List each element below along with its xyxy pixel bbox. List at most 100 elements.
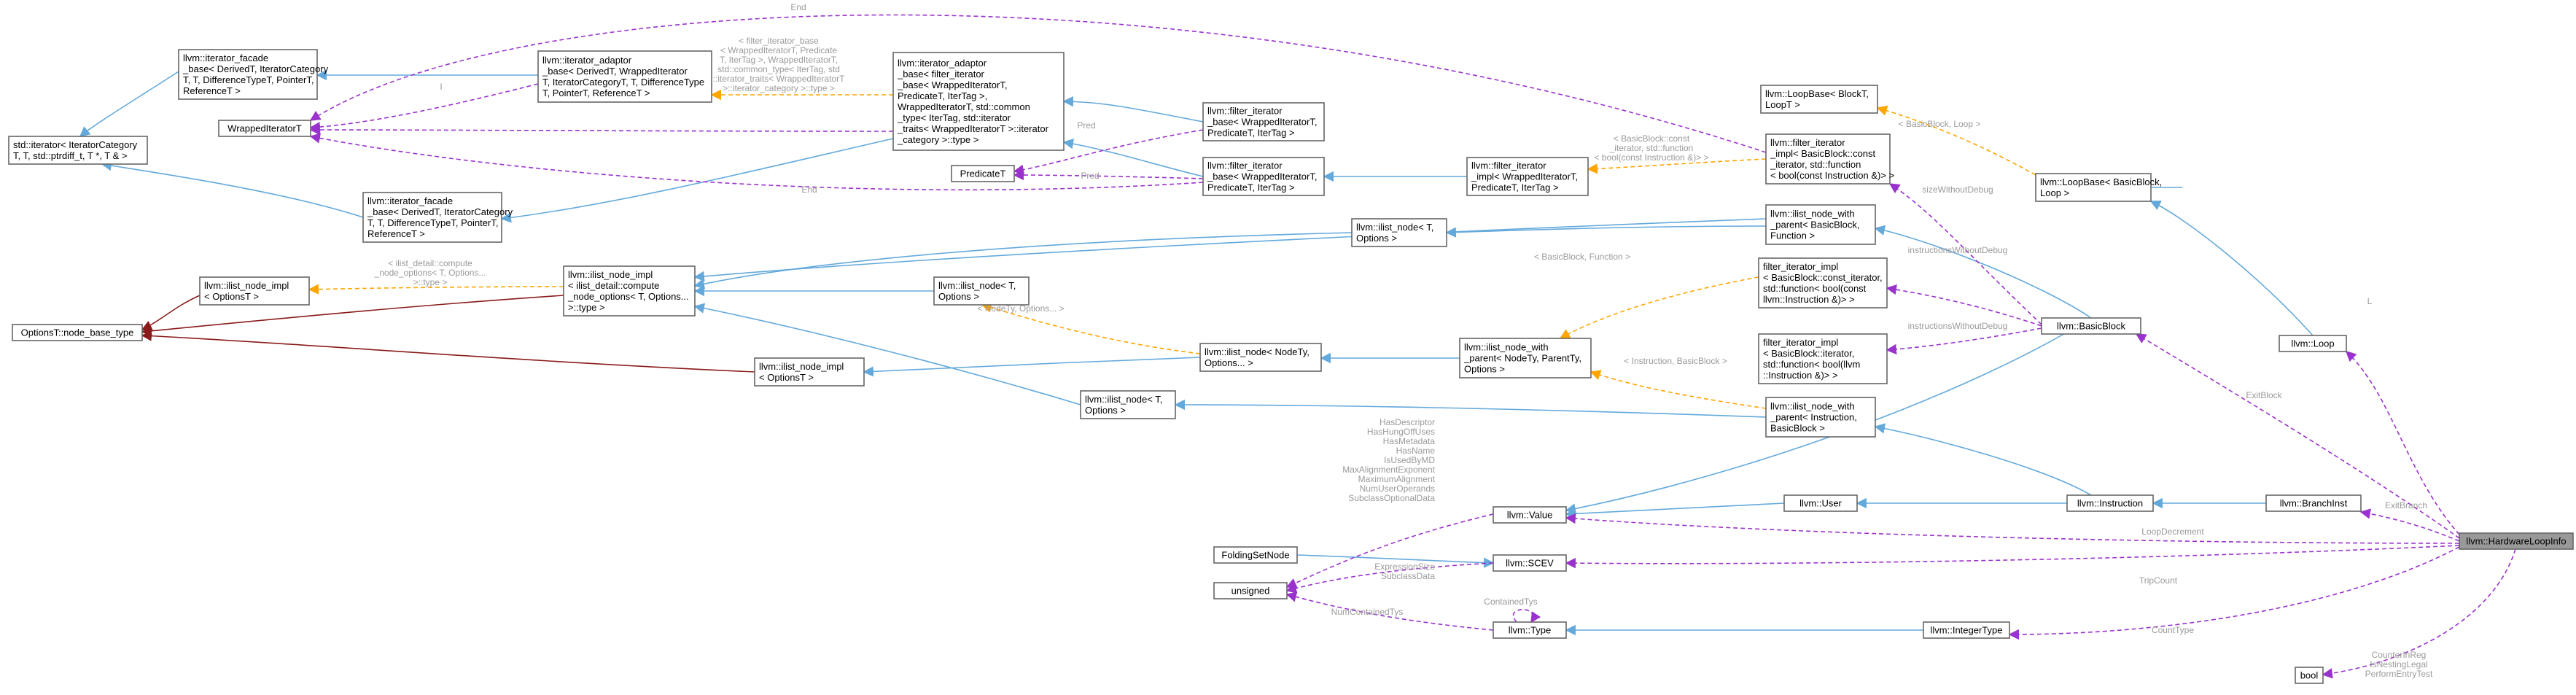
class-node-label[interactable]: llvm::ilist_node< T,Options >: [1356, 222, 1433, 244]
class-node-scev[interactable]: llvm::SCEV: [1493, 554, 1567, 572]
class-node-ilist-node-to1[interactable]: llvm::ilist_node< T,Options >: [1351, 218, 1447, 247]
class-node-box[interactable]: [1760, 85, 1878, 114]
class-node-label[interactable]: llvm::ilist_node_with_parent< Instructio…: [1770, 401, 1857, 434]
class-node-with-parent-ib[interactable]: llvm::ilist_node_with_parent< Instructio…: [1765, 397, 1876, 438]
class-node-ilist-node-to2[interactable]: llvm::ilist_node< T,Options >: [1080, 390, 1176, 419]
class-node-label[interactable]: bool: [2300, 670, 2319, 681]
class-node-user[interactable]: llvm::User: [1783, 494, 1858, 512]
class-node-label[interactable]: llvm::SCEV: [1506, 558, 1554, 569]
class-node-box[interactable]: [12, 324, 143, 341]
class-node-box[interactable]: [2279, 335, 2347, 352]
class-node-box[interactable]: [1213, 582, 1288, 599]
class-node-box[interactable]: [2035, 173, 2152, 202]
class-node-label[interactable]: llvm::ilist_node_with_parent< BasicBlock…: [1770, 209, 1859, 241]
class-node-box[interactable]: [2265, 494, 2362, 512]
class-node-basicblock[interactable]: llvm::BasicBlock: [2041, 317, 2141, 335]
class-node-bool[interactable]: bool: [2295, 667, 2324, 684]
class-node-ilist-impl2[interactable]: llvm::ilist_node_impl< OptionsT >: [754, 357, 865, 387]
class-node-box[interactable]: [1765, 397, 1876, 438]
class-node-label[interactable]: llvm::iterator_adaptor_base< filter_iter…: [897, 58, 1049, 145]
class-node-unsigned[interactable]: unsigned: [1213, 582, 1288, 599]
class-node-box[interactable]: [178, 49, 318, 100]
class-node-label[interactable]: llvm::IntegerType: [1931, 625, 2003, 636]
class-node-ilist-impl1[interactable]: llvm::ilist_node_impl< OptionsT >: [199, 276, 310, 306]
class-node-box[interactable]: [1213, 546, 1298, 564]
class-node-hwloop[interactable]: llvm::HardwareLoopInfo: [2459, 532, 2574, 550]
class-node-box[interactable]: [754, 357, 865, 387]
class-node-loop[interactable]: llvm::Loop: [2279, 335, 2347, 352]
class-node-label[interactable]: llvm::filter_iterator_base< WrappedItera…: [1207, 160, 1317, 193]
class-node-label[interactable]: llvm::Instruction: [2077, 498, 2143, 509]
class-node-box[interactable]: [1459, 338, 1592, 378]
class-node-box[interactable]: [563, 265, 696, 317]
class-node-value[interactable]: llvm::Value: [1493, 506, 1567, 524]
class-node-with-parent-bf[interactable]: llvm::ilist_node_with_parent< BasicBlock…: [1765, 204, 1876, 245]
class-node-box[interactable]: [1493, 506, 1567, 524]
class-node-label[interactable]: llvm::ilist_node_impl< ilist_detail::com…: [567, 269, 689, 313]
class-node-box[interactable]: [1765, 133, 1891, 185]
class-node-box[interactable]: [2066, 494, 2154, 512]
class-node-box[interactable]: [2295, 667, 2324, 684]
class-node-box[interactable]: [1493, 554, 1567, 572]
class-node-box[interactable]: [1923, 621, 2010, 639]
class-node-label[interactable]: FoldingSetNode: [1221, 550, 1289, 561]
class-node-label[interactable]: llvm::iterator_adaptor_base< DerivedT, W…: [542, 55, 704, 98]
class-node-box[interactable]: [1758, 333, 1888, 384]
class-node-box[interactable]: [1202, 157, 1325, 196]
class-node-wrapped-t[interactable]: WrappedIteratorT: [218, 120, 311, 137]
class-node-box[interactable]: [1351, 218, 1447, 247]
class-node-box[interactable]: [2041, 317, 2141, 335]
class-node-label[interactable]: llvm::ilist_node_impl< OptionsT >: [204, 280, 289, 302]
class-node-box[interactable]: [218, 120, 311, 137]
class-node-foldingset[interactable]: FoldingSetNode: [1213, 546, 1298, 564]
class-node-instruction[interactable]: llvm::Instruction: [2066, 494, 2154, 512]
class-node-facade2[interactable]: llvm::iterator_facade_base< DerivedT, It…: [362, 192, 513, 243]
class-node-adaptor2[interactable]: llvm::iterator_adaptor_base< filter_iter…: [892, 52, 1065, 151]
class-node-box[interactable]: [2459, 532, 2574, 550]
class-node-loopbase-t[interactable]: llvm::LoopBase< BlockT,LoopT >: [1760, 85, 1878, 114]
class-node-adaptor1[interactable]: llvm::iterator_adaptor_base< DerivedT, W…: [537, 50, 712, 103]
class-node-label[interactable]: llvm::HardwareLoopInfo: [2466, 536, 2566, 547]
class-node-label[interactable]: llvm::filter_iterator_impl< BasicBlock::…: [1770, 137, 1894, 181]
class-node-facade1[interactable]: llvm::iterator_facade_base< DerivedT, It…: [178, 49, 329, 100]
class-node-label[interactable]: llvm::iterator_facade_base< DerivedT, It…: [367, 195, 513, 239]
class-node-ilist-node-top[interactable]: llvm::ilist_node< T,Options >: [933, 276, 1030, 306]
class-node-box[interactable]: [892, 52, 1065, 151]
class-node-label[interactable]: llvm::ilist_node_with_parent< NodeTy, Pa…: [1463, 342, 1581, 375]
class-node-label[interactable]: llvm::BasicBlock: [2057, 321, 2125, 332]
class-node-label[interactable]: OptionsT::node_base_type: [21, 327, 134, 338]
class-node-fi-impl3[interactable]: filter_iterator_impl< BasicBlock::const_…: [1758, 257, 1888, 308]
class-node-label[interactable]: llvm::ilist_node_impl< OptionsT >: [759, 361, 844, 383]
class-node-box[interactable]: [1783, 494, 1858, 512]
class-node-label[interactable]: llvm::Loop: [2291, 338, 2334, 349]
class-node-label[interactable]: llvm::User: [1799, 498, 1842, 509]
class-node-box[interactable]: [1466, 157, 1589, 196]
class-node-box[interactable]: [951, 165, 1015, 182]
class-node-predicate[interactable]: PredicateT: [951, 165, 1015, 182]
class-node-loopbase-bb[interactable]: llvm::LoopBase< BasicBlock,Loop >: [2035, 173, 2162, 202]
class-node-box[interactable]: [1493, 621, 1567, 639]
class-node-label[interactable]: llvm::ilist_node< NodeTy,Options... >: [1205, 346, 1310, 368]
class-node-fi-impl2[interactable]: llvm::filter_iterator_impl< BasicBlock::…: [1765, 133, 1894, 185]
class-node-label[interactable]: unsigned: [1231, 586, 1270, 597]
class-node-fi-impl4[interactable]: filter_iterator_impl< BasicBlock::iterat…: [1758, 333, 1888, 384]
class-node-box[interactable]: [199, 276, 310, 306]
class-node-ilist-impl-c[interactable]: llvm::ilist_node_impl< ilist_detail::com…: [563, 265, 696, 317]
class-node-label[interactable]: llvm::filter_iterator_base< WrappedItera…: [1207, 106, 1317, 139]
class-node-label[interactable]: llvm::Value: [1507, 510, 1553, 521]
class-node-label[interactable]: llvm::filter_iterator_impl< WrappedItera…: [1471, 160, 1578, 193]
class-node-fb1[interactable]: llvm::filter_iterator_base< WrappedItera…: [1202, 102, 1325, 141]
class-node-label[interactable]: filter_iterator_impl< BasicBlock::iterat…: [1763, 337, 1860, 381]
class-node-label[interactable]: llvm::LoopBase< BlockT,LoopT >: [1765, 88, 1869, 110]
class-node-label[interactable]: llvm::BranchInst: [2280, 498, 2348, 509]
class-node-label[interactable]: filter_iterator_impl< BasicBlock::const_…: [1763, 261, 1883, 305]
class-node-branchinst[interactable]: llvm::BranchInst: [2265, 494, 2362, 512]
class-node-box[interactable]: [537, 50, 712, 103]
class-node-type[interactable]: llvm::Type: [1493, 621, 1567, 639]
class-node-label[interactable]: llvm::ilist_node< T,Options >: [938, 280, 1016, 302]
class-node-options-base[interactable]: OptionsT::node_base_type: [12, 324, 143, 341]
class-node-box[interactable]: [1202, 102, 1325, 141]
class-node-box[interactable]: [362, 192, 502, 243]
class-node-fi-impl1[interactable]: llvm::filter_iterator_impl< WrappedItera…: [1466, 157, 1589, 196]
